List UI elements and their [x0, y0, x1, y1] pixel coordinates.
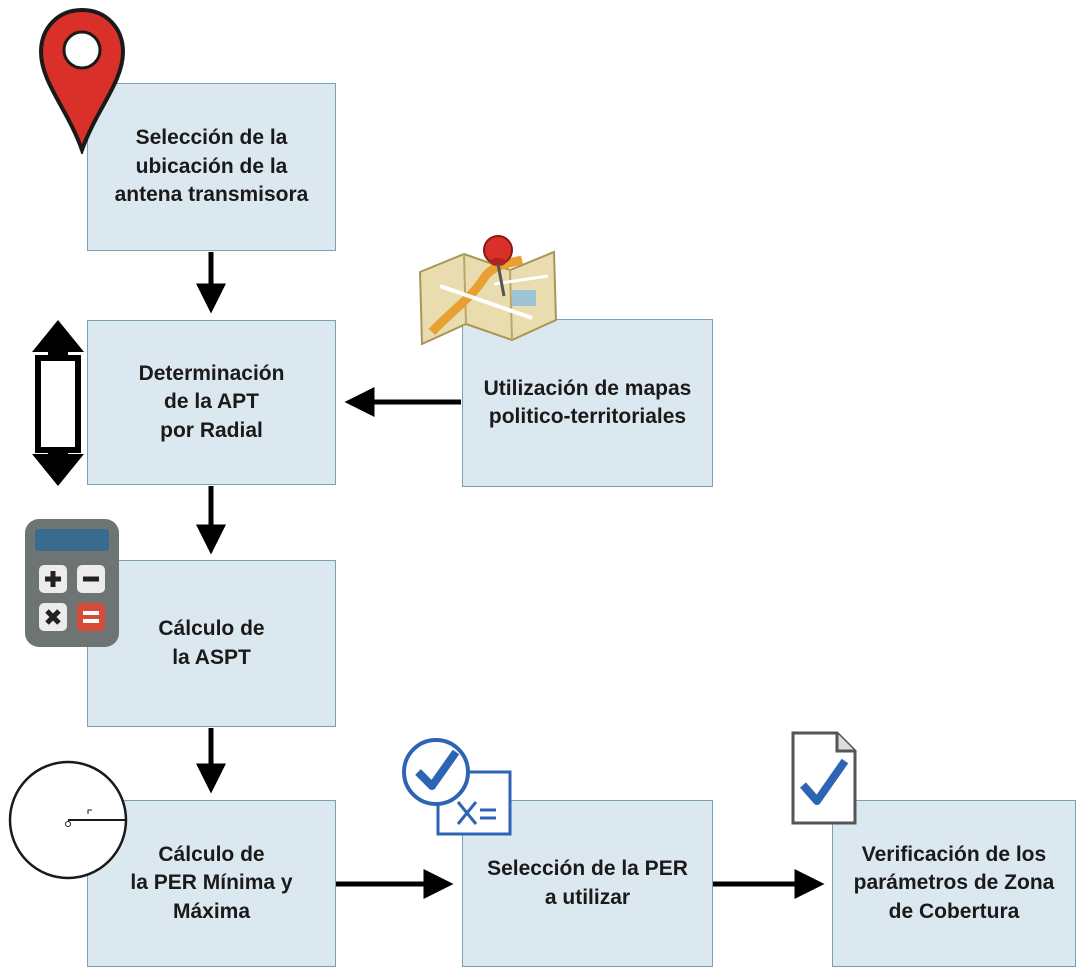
- node-calculo-aspt: Cálculo de la ASPT: [87, 560, 336, 727]
- node-label: Cálculo de la ASPT: [158, 617, 265, 669]
- node-utilizacion-mapas: Utilización de mapas politico-territoria…: [462, 319, 713, 487]
- node-determinacion-apt: Determinación de la APT por Radial: [87, 320, 336, 485]
- calculator-icon: [25, 519, 119, 647]
- check-formula-icon: [402, 738, 512, 836]
- node-label: Cálculo de la PER Mínima y Máxima: [130, 842, 293, 923]
- vertical-double-arrow-icon: [32, 320, 84, 486]
- node-label: Verificación de los parámetros de Zona d…: [853, 842, 1055, 923]
- node-seleccion-ubicacion: Selección de la ubicación de la antena t…: [87, 83, 336, 251]
- node-label: Selección de la PER a utilizar: [487, 857, 688, 909]
- check-document-icon: [791, 731, 857, 825]
- folded-map-icon: [418, 235, 558, 346]
- map-pin-icon: [38, 7, 126, 154]
- node-label: Determinación de la APT por Radial: [138, 361, 285, 442]
- circle-radius-icon: [8, 760, 128, 880]
- node-verificacion: Verificación de los parámetros de Zona d…: [832, 800, 1076, 967]
- node-label: Utilización de mapas politico-territoria…: [483, 376, 692, 428]
- node-label: Selección de la ubicación de la antena t…: [114, 126, 309, 207]
- node-calculo-per: Cálculo de la PER Mínima y Máxima: [87, 800, 336, 967]
